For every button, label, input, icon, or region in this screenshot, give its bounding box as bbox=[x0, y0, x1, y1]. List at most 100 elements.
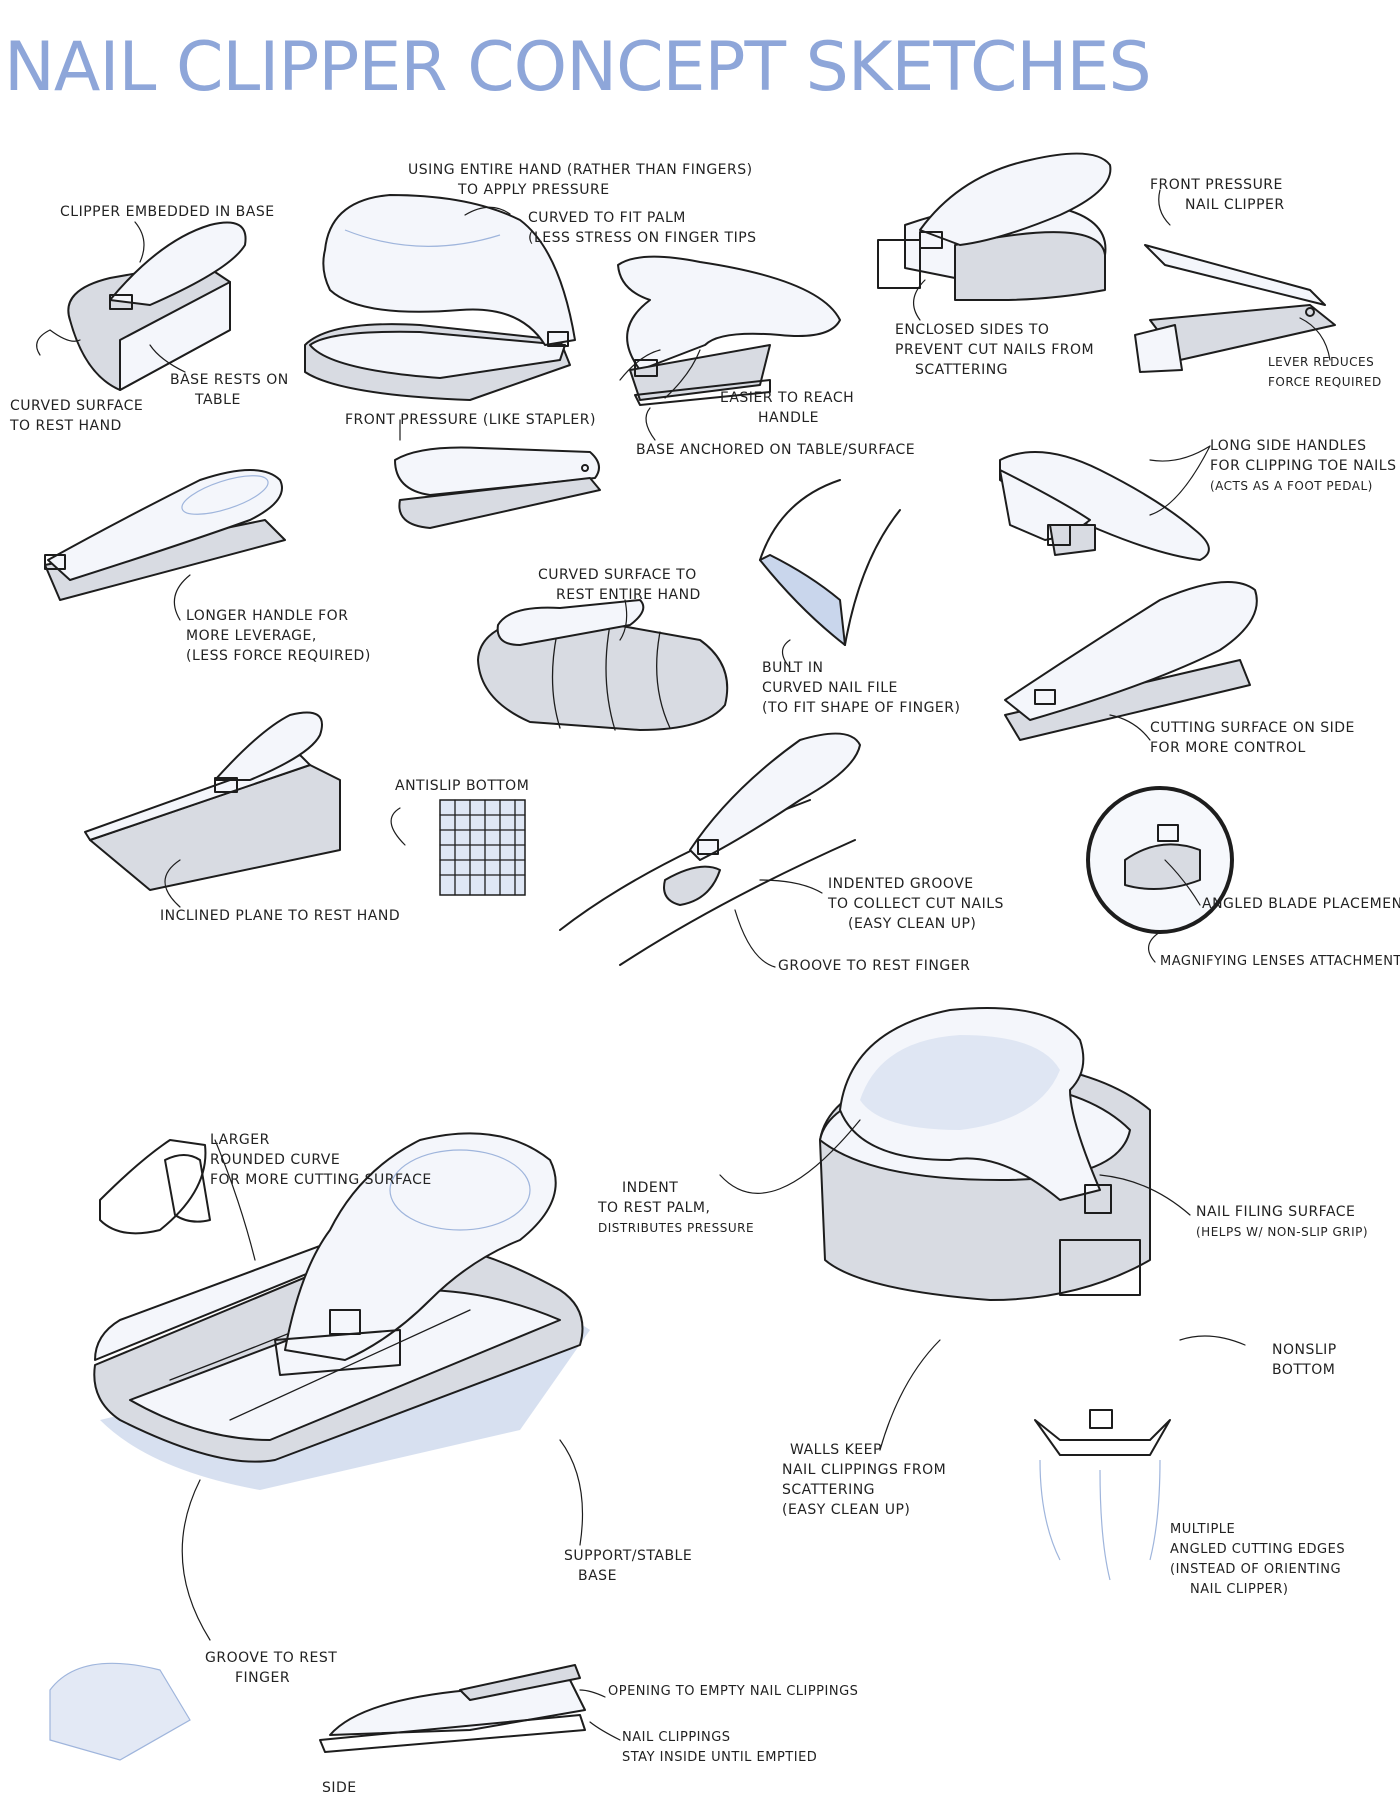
note-line: PREVENT CUT NAILS FROM bbox=[895, 342, 1095, 358]
note-nail-file: BUILT IN CURVED NAIL FILE (TO FIT SHAPE … bbox=[762, 658, 960, 718]
note-line: CURVED NAIL FILE bbox=[762, 680, 898, 696]
note-line: USING ENTIRE HAND (RATHER THAN FINGERS) bbox=[408, 162, 753, 178]
page-title: NAIL CLIPPER CONCEPT SKETCHES bbox=[4, 28, 1152, 107]
note-line: FORCE REQUIRED bbox=[1268, 375, 1382, 389]
note-line: (TO FIT SHAPE OF FINGER) bbox=[762, 700, 961, 716]
sketch-large-groove-base bbox=[93, 1132, 590, 1490]
note-base-anchored: BASE ANCHORED ON TABLE/SURFACE bbox=[636, 440, 915, 460]
note-side: SIDE bbox=[322, 1778, 357, 1798]
note-line: NONSLIP bbox=[1272, 1342, 1337, 1358]
note-front-pressure-clipper: FRONT PRESSURE NAIL CLIPPER bbox=[1150, 175, 1285, 215]
note-angled-blade: ANGLED BLADE PLACEMENT bbox=[1202, 894, 1400, 914]
note-line: FOR CLIPPING TOE NAILS bbox=[1210, 458, 1397, 474]
note-line: FRONT PRESSURE bbox=[1150, 177, 1283, 193]
note-line: INDENTED GROOVE bbox=[828, 876, 974, 892]
note-clipper-in-base: CLIPPER EMBEDDED IN BASE bbox=[60, 202, 275, 222]
note-line: GROOVE TO REST bbox=[205, 1650, 338, 1666]
sketch-side-view bbox=[49, 1662, 586, 1761]
note-line: FOR MORE CONTROL bbox=[1150, 740, 1306, 756]
note-line: (EASY CLEAN UP) bbox=[848, 916, 977, 932]
note-curved-surface-hand: CURVED SURFACE TO REST HAND bbox=[10, 396, 143, 436]
note-line: EASIER TO REACH bbox=[720, 390, 855, 406]
note-line: ENCLOSED SIDES TO bbox=[895, 322, 1050, 338]
note-line: LEVER REDUCES bbox=[1268, 355, 1375, 369]
sketch-palm-clipper bbox=[304, 194, 576, 401]
sketch-longer-handle-clipper bbox=[44, 469, 286, 601]
note-line: MORE LEVERAGE, bbox=[186, 628, 317, 644]
note-line: FOR MORE CUTTING SURFACE bbox=[210, 1172, 432, 1188]
note-line: CURVED TO FIT PALM bbox=[528, 210, 686, 226]
note-line: TO COLLECT CUT NAILS bbox=[828, 896, 1004, 912]
note-larger-curve: LARGER ROUNDED CURVE FOR MORE CUTTING SU… bbox=[210, 1130, 432, 1190]
sketch-front-pressure-clipper bbox=[1134, 244, 1336, 373]
note-line: (ACTS AS A FOOT PEDAL) bbox=[1210, 479, 1373, 493]
note-line: TO REST HAND bbox=[10, 418, 122, 434]
note-line: NAIL CLIPPINGS bbox=[622, 1730, 731, 1745]
note-line: BASE bbox=[578, 1568, 617, 1584]
note-magnifying: MAGNIFYING LENSES ATTACHMENT bbox=[1160, 952, 1400, 972]
note-curved-palm: CURVED TO FIT PALM (LESS STRESS ON FINGE… bbox=[528, 208, 757, 248]
note-line: SUPPORT/STABLE bbox=[564, 1548, 693, 1564]
note-line: INDENT bbox=[622, 1180, 679, 1196]
note-enclosed-sides: ENCLOSED SIDES TO PREVENT CUT NAILS FROM… bbox=[895, 320, 1094, 380]
note-indented-groove: INDENTED GROOVE TO COLLECT CUT NAILS (EA… bbox=[828, 874, 1004, 934]
sketch-clipper-in-base bbox=[67, 221, 247, 391]
sketch-side-cutting-clipper bbox=[1004, 581, 1258, 741]
sketch-anchored-clipper bbox=[617, 255, 841, 406]
sketch-antislip-pattern bbox=[439, 799, 526, 896]
leader-lines bbox=[36, 189, 1331, 1741]
sketch-stapler-clipper bbox=[394, 446, 601, 529]
note-line: DISTRIBUTES PRESSURE bbox=[598, 1221, 755, 1235]
note-line: MAGNIFYING LENSES ATTACHMENT bbox=[1160, 954, 1400, 969]
note-line: (LESS STRESS ON FINGER TIPS bbox=[528, 230, 757, 246]
note-opening-empty: OPENING TO EMPTY NAIL CLIPPINGS bbox=[608, 1682, 858, 1702]
note-line: BASE ANCHORED ON TABLE/SURFACE bbox=[636, 442, 916, 458]
note-filing-surface: NAIL FILING SURFACE (HELPS W/ NON-SLIP G… bbox=[1196, 1202, 1368, 1242]
note-line: NAIL CLIPPER) bbox=[1190, 1582, 1289, 1597]
note-cutting-side: CUTTING SURFACE ON SIDE FOR MORE CONTROL bbox=[1150, 718, 1355, 758]
sketch-large-palm-base bbox=[819, 1007, 1171, 1581]
sketch-side-handles bbox=[999, 451, 1210, 561]
note-line: HANDLE bbox=[758, 410, 820, 426]
note-inclined-plane: INCLINED PLANE TO REST HAND bbox=[160, 906, 400, 926]
sketch-nail-file bbox=[759, 479, 901, 646]
note-line: LONGER HANDLE FOR bbox=[186, 608, 349, 624]
note-line: MULTIPLE bbox=[1170, 1522, 1236, 1537]
note-line: FINGER bbox=[235, 1670, 291, 1686]
note-indent-palm: INDENT TO REST PALM, DISTRIBUTES PRESSUR… bbox=[598, 1178, 754, 1238]
note-line: (HELPS W/ NON-SLIP GRIP) bbox=[1196, 1225, 1369, 1239]
sketch-enclosed-clipper bbox=[877, 152, 1112, 301]
note-line: BOTTOM bbox=[1272, 1362, 1336, 1378]
note-line: TO APPLY PRESSURE bbox=[458, 182, 610, 198]
note-line: (INSTEAD OF ORIENTING bbox=[1170, 1562, 1342, 1577]
note-line: TABLE bbox=[195, 392, 241, 408]
note-line: SCATTERING bbox=[915, 362, 1009, 378]
note-line: NAIL FILING SURFACE bbox=[1196, 1204, 1356, 1220]
note-entire-hand: USING ENTIRE HAND (RATHER THAN FINGERS) … bbox=[408, 160, 753, 200]
note-line: STAY INSIDE UNTIL EMPTIED bbox=[622, 1750, 818, 1765]
note-line: OPENING TO EMPTY NAIL CLIPPINGS bbox=[608, 1684, 859, 1699]
note-line: GROOVE TO REST FINGER bbox=[778, 958, 971, 974]
note-line: TO REST PALM, bbox=[598, 1200, 711, 1216]
note-line: FRONT PRESSURE (LIKE STAPLER) bbox=[345, 412, 596, 428]
note-line: (LESS FORCE REQUIRED) bbox=[186, 648, 371, 664]
note-nonslip: NONSLIP BOTTOM bbox=[1272, 1340, 1337, 1380]
note-line: ANTISLIP BOTTOM bbox=[395, 778, 530, 794]
note-longer-handle: LONGER HANDLE FOR MORE LEVERAGE, (LESS F… bbox=[186, 606, 371, 666]
sketch-inclined-plane bbox=[84, 711, 341, 891]
note-front-pressure-stapler: FRONT PRESSURE (LIKE STAPLER) bbox=[345, 410, 596, 430]
note-walls-keep: WALLS KEEP NAIL CLIPPINGS FROM SCATTERIN… bbox=[782, 1440, 946, 1520]
note-groove-finger-large: GROOVE TO REST FINGER bbox=[205, 1648, 337, 1688]
note-line: REST ENTIRE HAND bbox=[556, 587, 701, 603]
note-clippings-stay: NAIL CLIPPINGS STAY INSIDE UNTIL EMPTIED bbox=[622, 1728, 817, 1768]
note-groove-finger-small: GROOVE TO REST FINGER bbox=[778, 956, 970, 976]
note-line: ANGLED CUTTING EDGES bbox=[1170, 1542, 1346, 1557]
note-support-base: SUPPORT/STABLE BASE bbox=[564, 1546, 692, 1586]
note-line: ANGLED BLADE PLACEMENT bbox=[1202, 896, 1400, 912]
note-line: CUTTING SURFACE ON SIDE bbox=[1150, 720, 1355, 736]
note-antislip: ANTISLIP BOTTOM bbox=[395, 776, 529, 796]
note-line: ROUNDED CURVE bbox=[210, 1152, 341, 1168]
note-long-side-handles: LONG SIDE HANDLES FOR CLIPPING TOE NAILS… bbox=[1210, 436, 1396, 496]
note-line: SIDE bbox=[322, 1780, 357, 1796]
